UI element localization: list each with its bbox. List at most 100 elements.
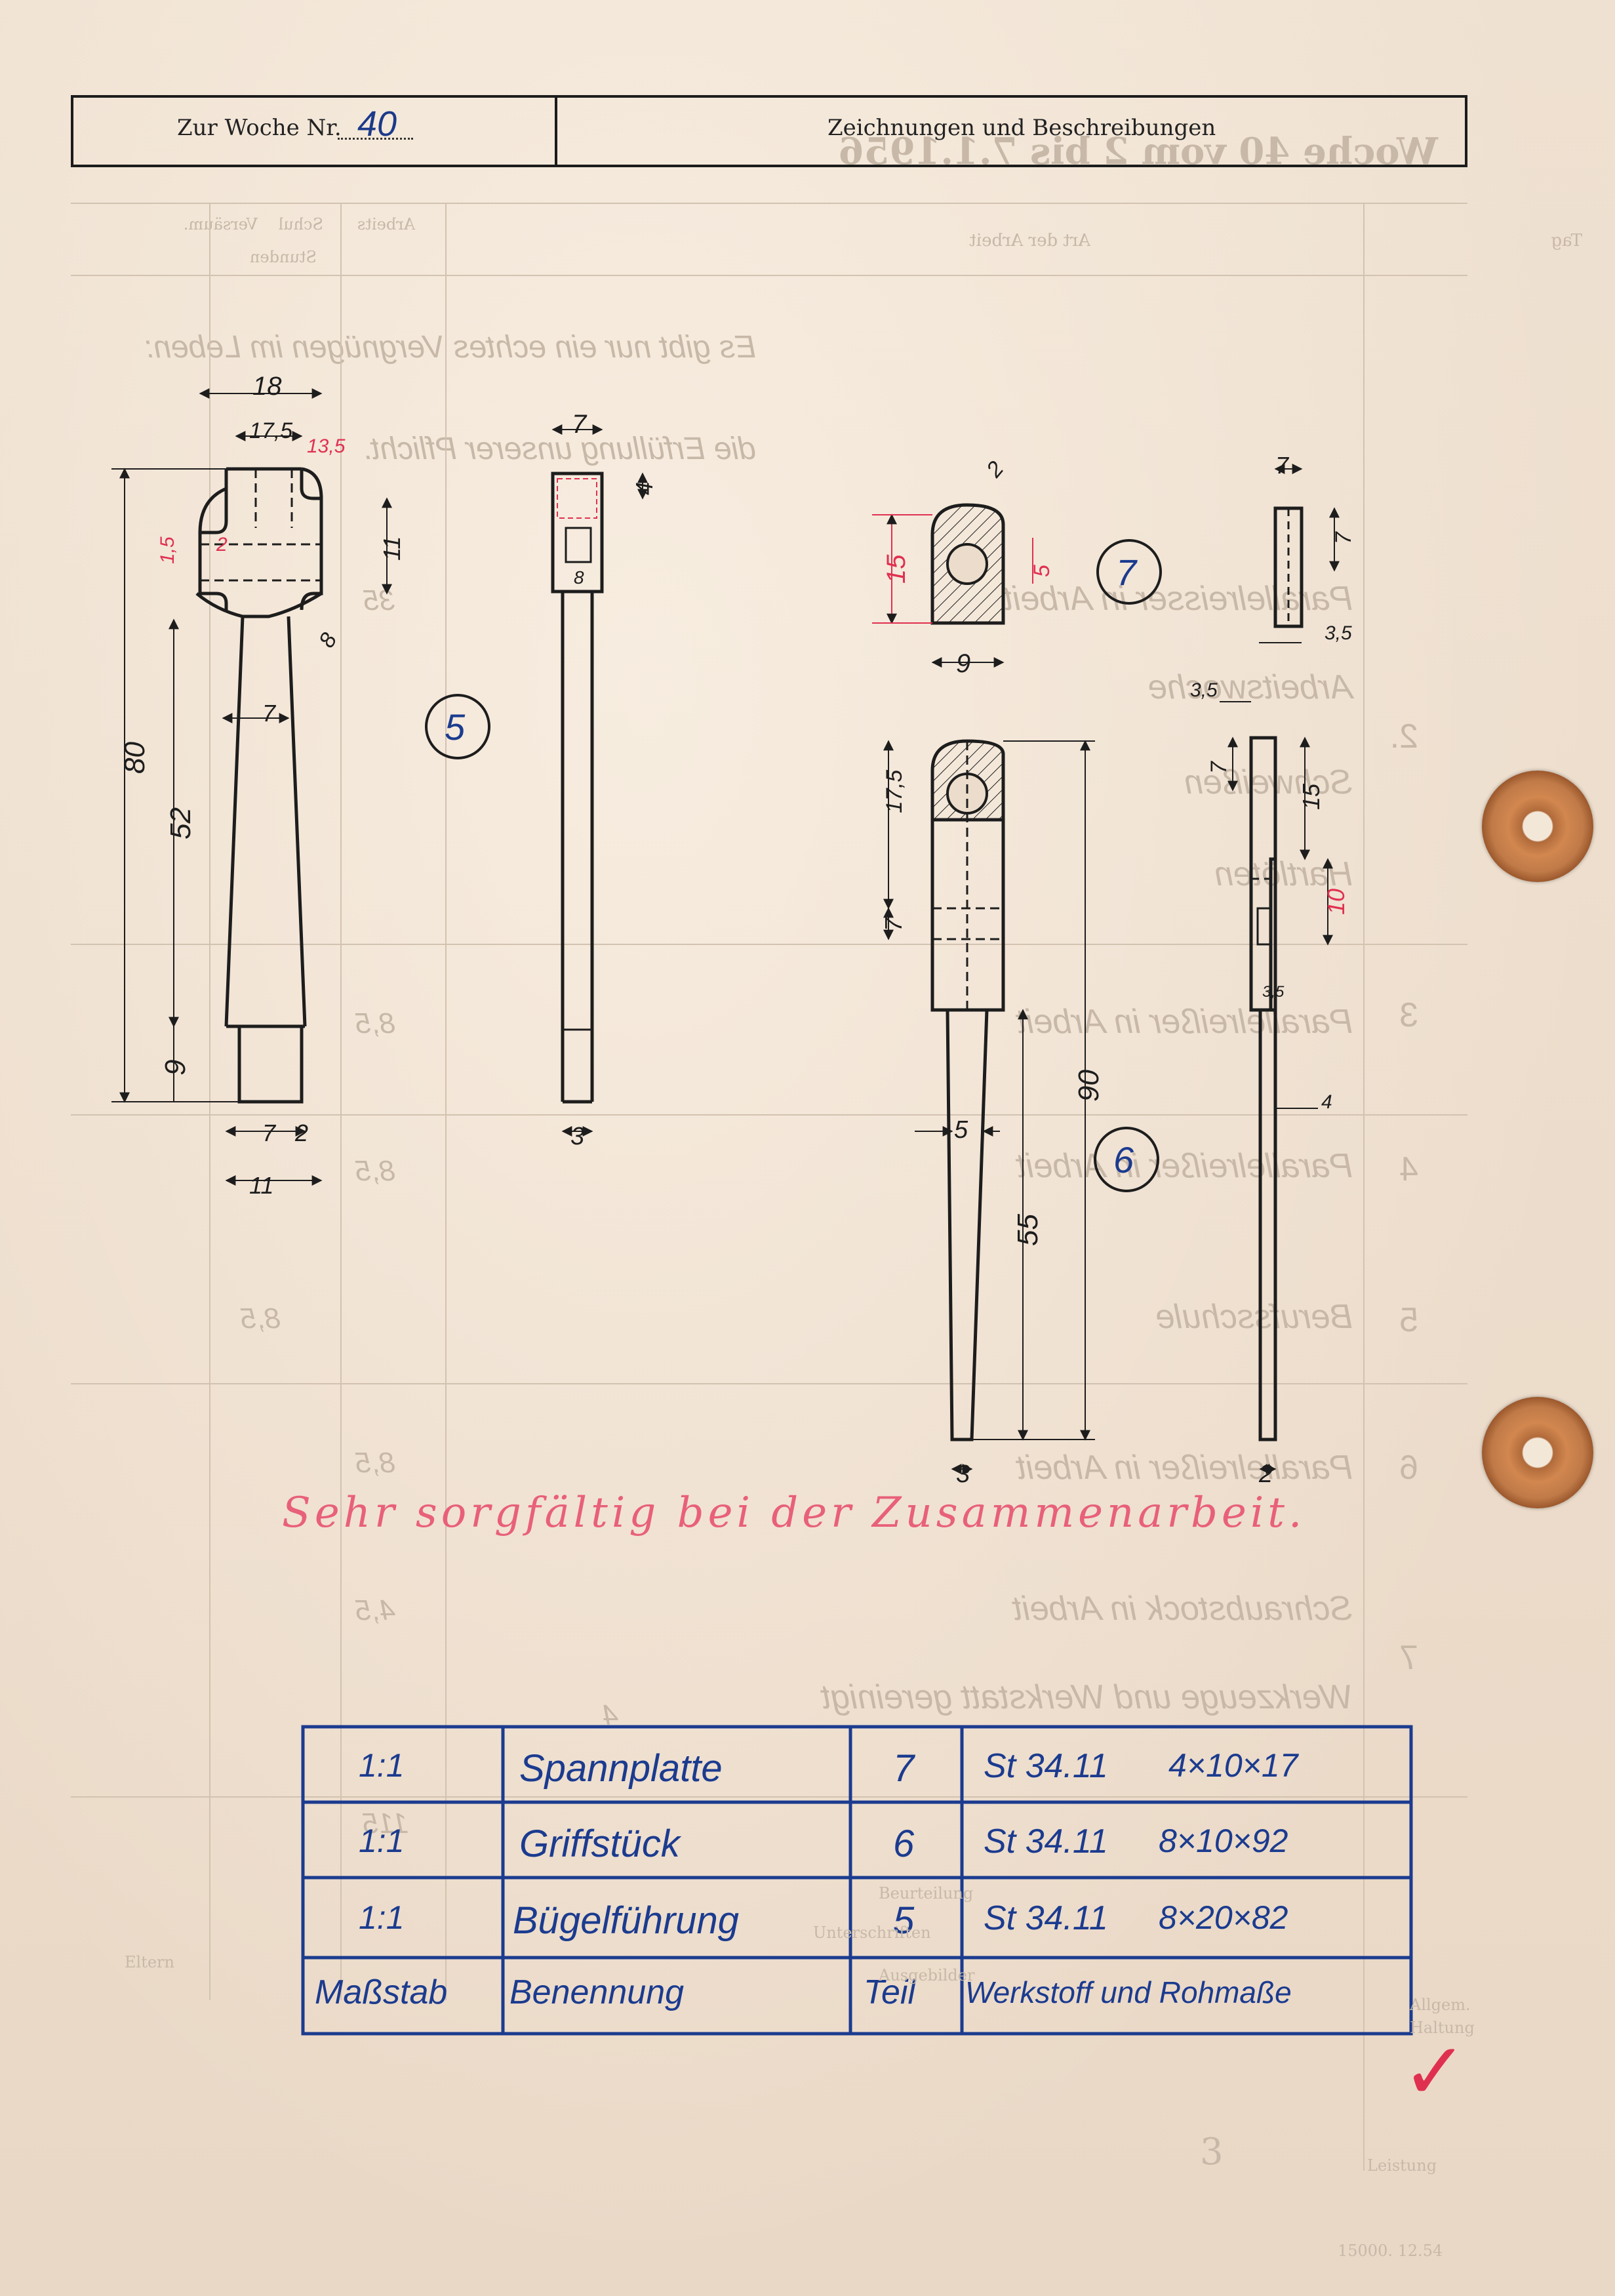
- part7-side-dimension: 15: [1298, 783, 1325, 810]
- ghost-hour: 8,5: [355, 1447, 395, 1479]
- row1-part: 7: [893, 1747, 915, 1790]
- ghost-col-tag: Tag: [1551, 231, 1582, 251]
- row1-material: St 34.11: [984, 1747, 1108, 1785]
- part5-front-view: [195, 467, 323, 1104]
- part5-side-dimension: 7: [572, 410, 588, 439]
- row3-scale: 1:1: [359, 1899, 405, 1936]
- row2-scale: 1:1: [359, 1823, 405, 1859]
- part5-hidden-lines: [200, 469, 321, 582]
- part5-side-dimension: 8: [574, 567, 584, 588]
- part7-side-dimension: 7: [1206, 761, 1231, 774]
- row1-size: 4×10×17: [1168, 1747, 1298, 1784]
- ghost-line: Es gibt nur ein echtes Vergnügen im Lebe…: [145, 330, 756, 365]
- header-divider: [555, 95, 557, 167]
- ghost-footer-text: Leistung: [1367, 2156, 1437, 2175]
- part5-dimension: 11: [378, 536, 405, 561]
- header-week-dots: [338, 138, 413, 140]
- header-scale: Maßstab: [315, 1973, 448, 2011]
- part6-dimension-text: 15 5 2 9 17,5 7 90 55 5 3: [880, 456, 1105, 1488]
- ghost-line: Werkzeuge und Werkstatt gereinigt: [820, 1678, 1353, 1716]
- part5-circle-label: 5: [425, 694, 490, 759]
- ghost-day: 3: [1399, 996, 1418, 1034]
- part5-side-view: [551, 472, 604, 1104]
- part7-side-dimension: 3,5: [1325, 622, 1352, 644]
- row3-size: 8×20×82: [1159, 1899, 1288, 1936]
- part7-side-hidden-lines: [1251, 508, 1290, 880]
- part6-dimension: 17,5: [882, 770, 907, 813]
- teacher-red-note: Sehr sorgfältig bei der Zusammenarbeit.: [282, 1489, 1306, 1537]
- row2-size: 8×10×92: [1159, 1823, 1288, 1859]
- ghost-footer-text: 15000. 12.54: [1338, 2242, 1443, 2260]
- binder-eyelet-icon: [1482, 771, 1593, 882]
- part5-dimension: 80: [119, 742, 151, 774]
- part7-number-label: 7: [1116, 552, 1138, 593]
- ghost-line: Schraubstock in Arbeit: [1011, 1590, 1353, 1628]
- ghost-line: Schweißen: [1184, 763, 1353, 801]
- part5-dimension: 18: [252, 372, 282, 401]
- part5-side-dimension-text: 7 4 8 3: [570, 410, 658, 1150]
- check-mark-icon: ✓: [1402, 2026, 1468, 2118]
- part5-number-label: 5: [445, 706, 466, 748]
- ghost-col-versaum: Versäum.: [184, 215, 258, 233]
- binder-eyelet-icon: [1482, 1397, 1593, 1508]
- part7-side-dimension: 3,5: [1262, 983, 1285, 1001]
- ghost-day: 7: [1399, 1639, 1418, 1677]
- part5-dimension: 9: [159, 1060, 191, 1076]
- parts-table: 1:1 Spannplatte 7 St 34.11 4×10×17 1:1 G…: [303, 1727, 1411, 2034]
- part5-dimension: 52: [165, 807, 197, 839]
- part5-dimension: 2: [216, 534, 228, 555]
- part6-dimension: 9: [956, 649, 970, 678]
- ghost-footer-text: 3: [1200, 2131, 1224, 2173]
- part5-dimension: 2: [294, 1119, 308, 1146]
- part5-side-dimension-lines: [551, 424, 648, 1137]
- ghost-footer-text: Beurteilung: [879, 1884, 973, 1903]
- part5-dimension: 1,5: [157, 536, 178, 564]
- ghost-day: 2.: [1390, 717, 1418, 755]
- ghost-day: 6: [1399, 1449, 1418, 1487]
- header-part: Teil: [864, 1973, 916, 2011]
- ghost-line: Berufsschule: [1155, 1298, 1353, 1336]
- part7-side-dimension: 3,5: [1190, 679, 1218, 701]
- part5-side-dimension: 4: [631, 482, 658, 495]
- part7-side-dimension-lines: [1220, 464, 1340, 1474]
- part7-side-dimension: 7: [1275, 452, 1290, 479]
- row3-material: St 34.11: [984, 1899, 1108, 1937]
- ghost-day: 5: [1399, 1301, 1418, 1339]
- ghost-day: 4: [1399, 1150, 1418, 1188]
- ghost-col-schul: Schul: [279, 215, 323, 233]
- ghost-col-stunden: Stunden: [250, 248, 317, 266]
- header-week-label: Zur Woche Nr.: [177, 115, 342, 141]
- header-box: [71, 95, 1467, 167]
- part6-dimension: 7: [880, 917, 907, 931]
- ghost-lines: Es gibt nur ein echtes Vergnügen im Lebe…: [145, 330, 1355, 1716]
- ghost-footer-text: Unterschriften: [813, 1923, 931, 1942]
- part5-side-dimension: 3: [570, 1123, 584, 1150]
- part5-dimension: 11: [249, 1172, 273, 1199]
- part5-side-red-marks: [557, 478, 597, 519]
- ghost-line: Parallelreißer in Arbeit: [1015, 1147, 1353, 1185]
- part6-dimension: 55: [1012, 1214, 1044, 1246]
- part5-dimension: 13,5: [307, 435, 346, 457]
- ghost-line: Parallelreisser in Arbeit: [1002, 580, 1353, 618]
- ghost-line: Parallelreißer in Arbeit: [1015, 1003, 1353, 1041]
- ghost-col-art: Art der Arbeit: [969, 231, 1091, 251]
- part5-dimension: 7: [262, 700, 277, 727]
- part5-dimension-lines: [111, 388, 392, 1186]
- part6-dimension: 5: [954, 1116, 968, 1144]
- header-week-number: 40: [357, 104, 397, 144]
- ghost-ruling: [71, 203, 1467, 2171]
- row3-part: 5: [893, 1899, 915, 1942]
- ghost-line: Parallelreißer in Arbeit: [1015, 1449, 1353, 1487]
- row2-part: 6: [893, 1823, 915, 1865]
- row2-material: St 34.11: [984, 1823, 1108, 1861]
- ghost-line: Arbeitswoche: [1148, 668, 1355, 706]
- part6-top-section: [930, 503, 1005, 625]
- part6-number-label: 6: [1113, 1139, 1134, 1180]
- part6-dimension: 90: [1073, 1070, 1105, 1102]
- row1-name: Spannplatte: [519, 1747, 723, 1790]
- part7-side-dimension: 7: [1331, 531, 1356, 544]
